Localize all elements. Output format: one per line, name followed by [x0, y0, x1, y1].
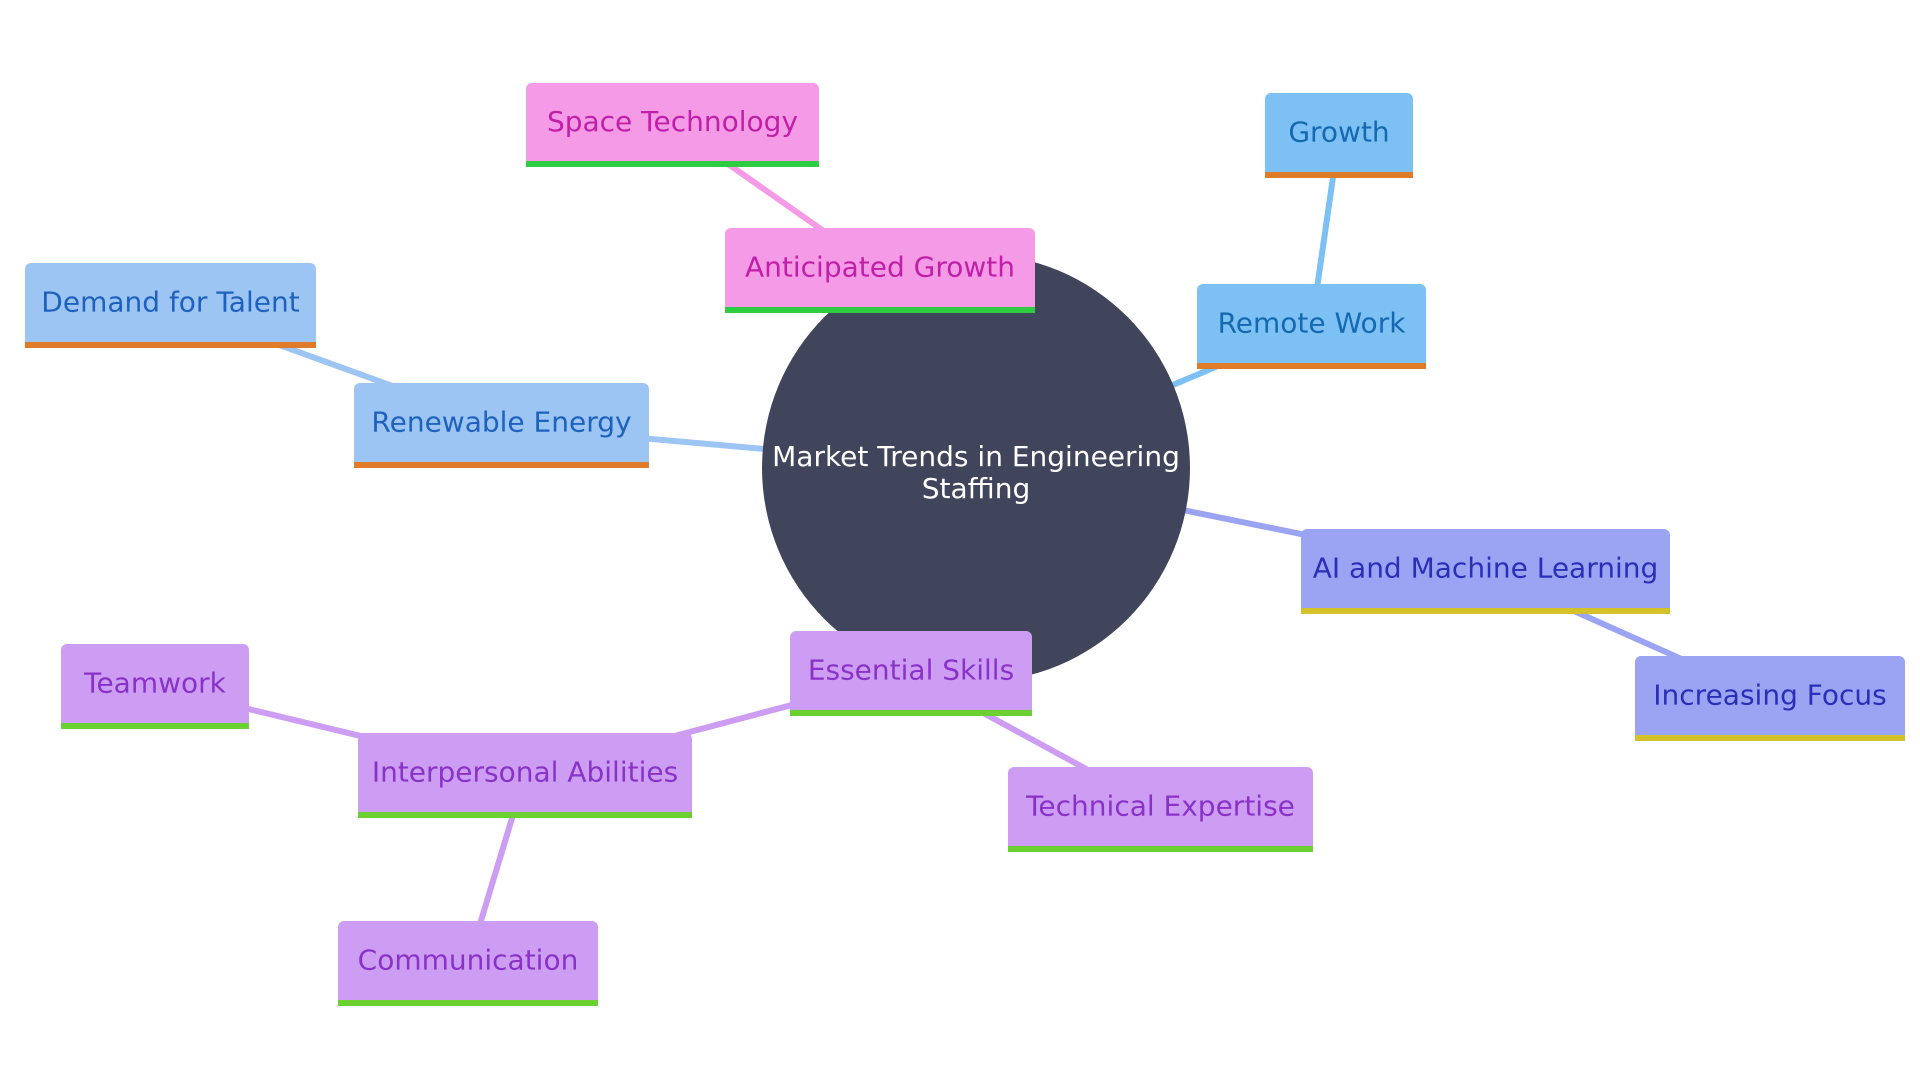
- node-box-technical-expertise: [1008, 767, 1313, 852]
- node-label-ai-and-machine-learning: AI and Machine Learning: [1313, 552, 1659, 585]
- node-label-increasing-focus: Increasing Focus: [1653, 679, 1886, 712]
- node-box-demand-for-talent: [25, 263, 316, 348]
- node-underline-growth: [1265, 172, 1413, 178]
- node-label-essential-skills: Essential Skills: [808, 654, 1014, 687]
- node-label-renewable-energy: Renewable Energy: [371, 406, 631, 439]
- node-remote-work[interactable]: Remote Work: [1197, 284, 1426, 369]
- node-anticipated-growth[interactable]: Anticipated Growth: [725, 228, 1035, 313]
- node-box-increasing-focus: [1635, 656, 1905, 741]
- center-label-line-1: Market Trends in Engineering: [772, 440, 1180, 473]
- node-underline-essential-skills: [790, 710, 1032, 716]
- node-underline-anticipated-growth: [725, 307, 1035, 313]
- node-underline-remote-work: [1197, 363, 1426, 369]
- node-box-interpersonal-abilities: [358, 733, 692, 818]
- center-label-line-2: Staffing: [922, 472, 1031, 505]
- node-underline-renewable-energy: [354, 462, 649, 468]
- node-underline-teamwork: [61, 723, 249, 729]
- node-box-space-technology: [526, 83, 819, 167]
- node-box-communication: [338, 921, 598, 1006]
- node-increasing-focus[interactable]: Increasing Focus: [1635, 656, 1905, 741]
- node-underline-increasing-focus: [1635, 735, 1905, 741]
- node-interpersonal-abilities[interactable]: Interpersonal Abilities: [358, 733, 692, 818]
- node-teamwork[interactable]: Teamwork: [61, 644, 249, 729]
- node-label-interpersonal-abilities: Interpersonal Abilities: [372, 756, 678, 789]
- node-box-remote-work: [1197, 284, 1426, 369]
- node-box-growth: [1265, 93, 1413, 178]
- node-label-teamwork: Teamwork: [83, 667, 227, 700]
- node-underline-technical-expertise: [1008, 846, 1313, 852]
- node-label-remote-work: Remote Work: [1218, 307, 1407, 340]
- node-essential-skills[interactable]: Essential Skills: [790, 631, 1032, 716]
- nodes-layer: Anticipated Growth Space TechnologyRemote…: [25, 83, 1905, 1006]
- node-underline-space-technology: [526, 161, 819, 167]
- node-label-communication: Communication: [358, 944, 579, 977]
- node-label-technical-expertise: Technical Expertise: [1025, 790, 1295, 823]
- node-box-essential-skills: [790, 631, 1032, 716]
- node-label-demand-for-talent: Demand for Talent: [41, 286, 299, 319]
- node-communication[interactable]: Communication: [338, 921, 598, 1006]
- node-ai-and-machine-learning[interactable]: AI and Machine Learning: [1301, 529, 1670, 614]
- node-renewable-energy[interactable]: Renewable Energy: [354, 383, 649, 468]
- node-demand-for-talent[interactable]: Demand for Talent: [25, 263, 316, 348]
- node-box-teamwork: [61, 644, 249, 729]
- node-underline-ai-and-machine-learning: [1301, 608, 1670, 614]
- node-label-anticipated-growth: Anticipated Growth: [745, 251, 1015, 284]
- center-circle: [762, 254, 1190, 682]
- node-growth[interactable]: Growth: [1265, 93, 1413, 178]
- node-underline-communication: [338, 1000, 598, 1006]
- node-label-growth: Growth: [1288, 116, 1389, 149]
- node-label-space-technology: Space Technology: [547, 105, 798, 138]
- node-box-renewable-energy: [354, 383, 649, 468]
- node-box-anticipated-growth: [725, 228, 1035, 313]
- node-technical-expertise[interactable]: Technical Expertise: [1008, 767, 1313, 852]
- node-box-ai-and-machine-learning: [1301, 529, 1670, 614]
- node-underline-interpersonal-abilities: [358, 812, 692, 818]
- center-node[interactable]: Market Trends in Engineering Staffing: [762, 254, 1190, 682]
- node-space-technology[interactable]: Space Technology: [526, 83, 819, 167]
- node-underline-demand-for-talent: [25, 342, 316, 348]
